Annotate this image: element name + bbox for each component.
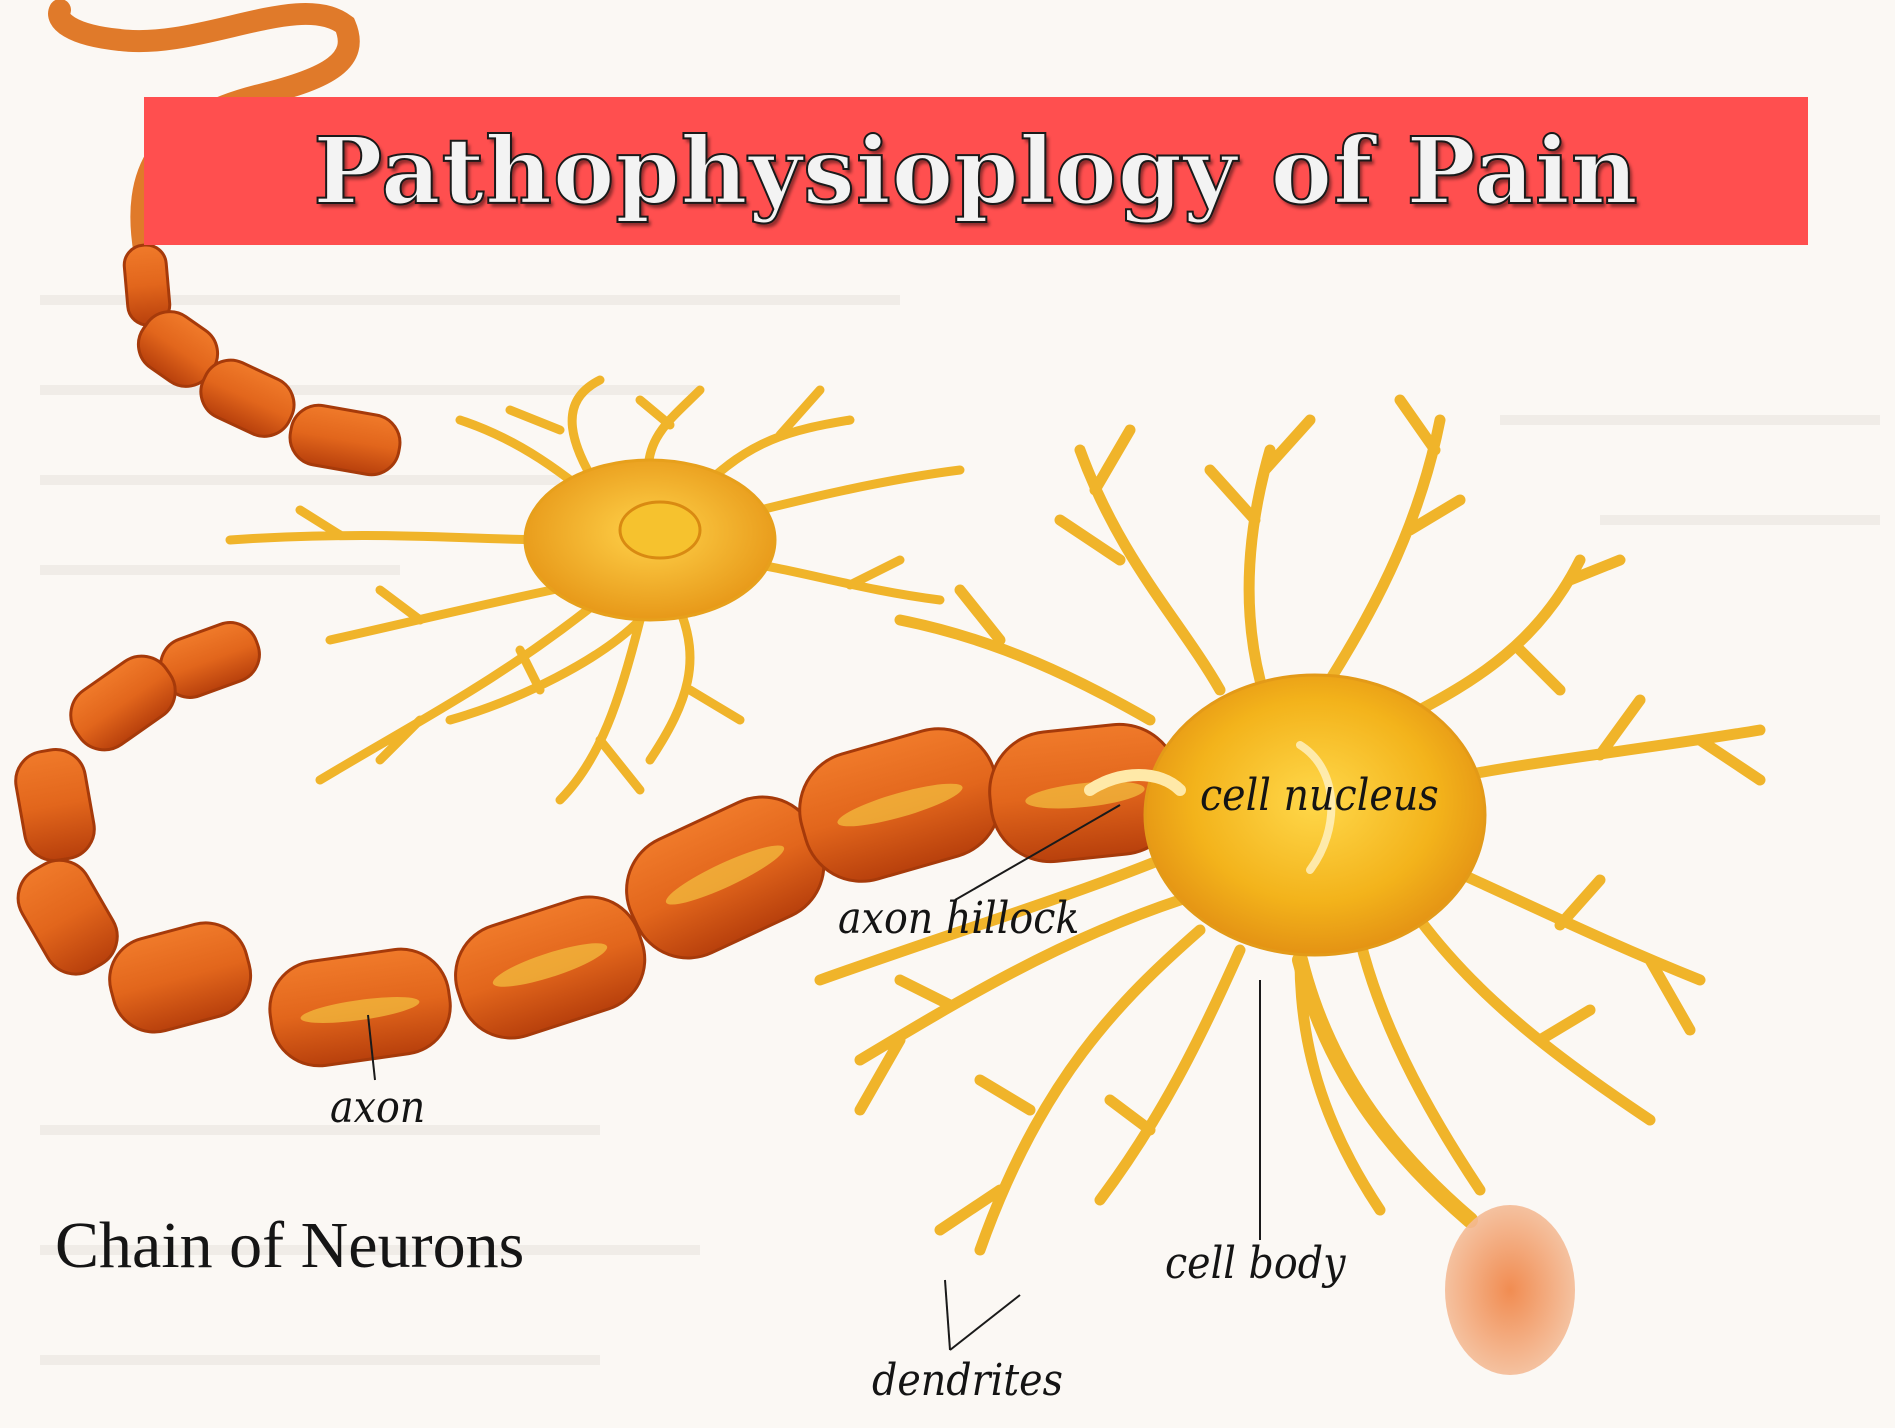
upper-cell-nucleus: [620, 502, 700, 558]
lower-axon: [6, 615, 1186, 1072]
label-axon-hillock: axon hillock: [838, 893, 1079, 944]
upper-axon: [123, 243, 405, 479]
label-cell-body: cell body: [1165, 1238, 1345, 1289]
label-dendrites: dendrites: [872, 1355, 1063, 1406]
dendrites-pointer-2: [950, 1295, 1020, 1350]
title-banner: Pathophysioplogy of Pain: [144, 97, 1808, 245]
axon-terminal: [1300, 960, 1575, 1375]
dendrites-pointer-1: [945, 1280, 950, 1350]
slide-title: Pathophysioplogy of Pain: [313, 117, 1638, 225]
label-cell-nucleus: cell nucleus: [1200, 770, 1439, 821]
diagram-caption: Chain of Neurons: [55, 1208, 524, 1284]
label-axon: axon: [330, 1082, 425, 1133]
